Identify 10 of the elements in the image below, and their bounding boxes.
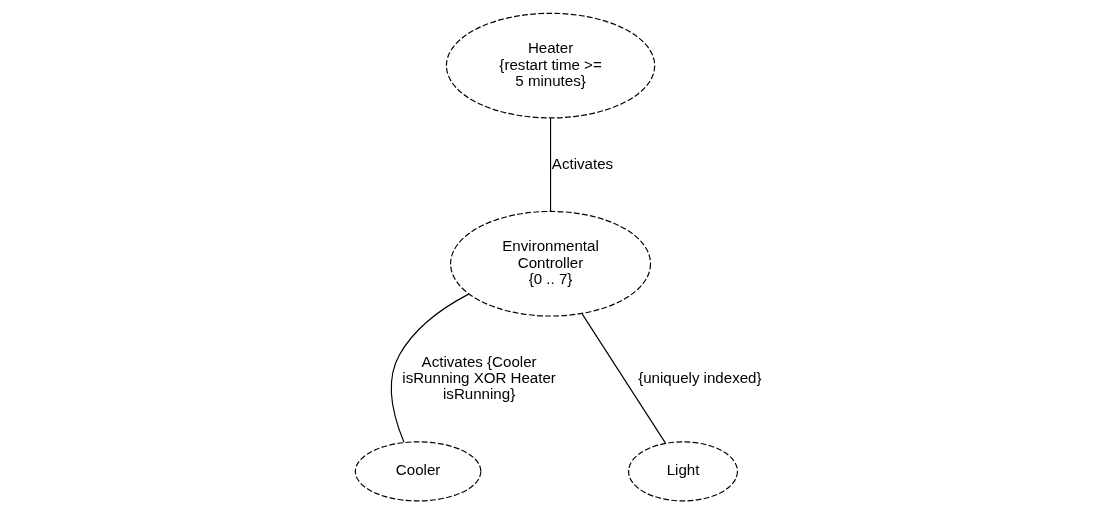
connector — [581, 313, 666, 444]
edge-label: Activates — [551, 154, 614, 172]
edge-label: Activates {Cooler isRunning XOR Heater isRunning} — [402, 352, 556, 403]
connector — [390, 293, 470, 443]
node-ellipse: Light — [628, 441, 739, 502]
node-ellipse: Heater {restart time >= 5 minutes} — [445, 12, 656, 119]
connector — [549, 117, 552, 212]
edge-label: {uniquely indexed} — [638, 369, 762, 387]
node-ellipse: Environmental Controller {0 .. 7} — [450, 210, 652, 317]
node-ellipse: Cooler — [354, 441, 482, 502]
